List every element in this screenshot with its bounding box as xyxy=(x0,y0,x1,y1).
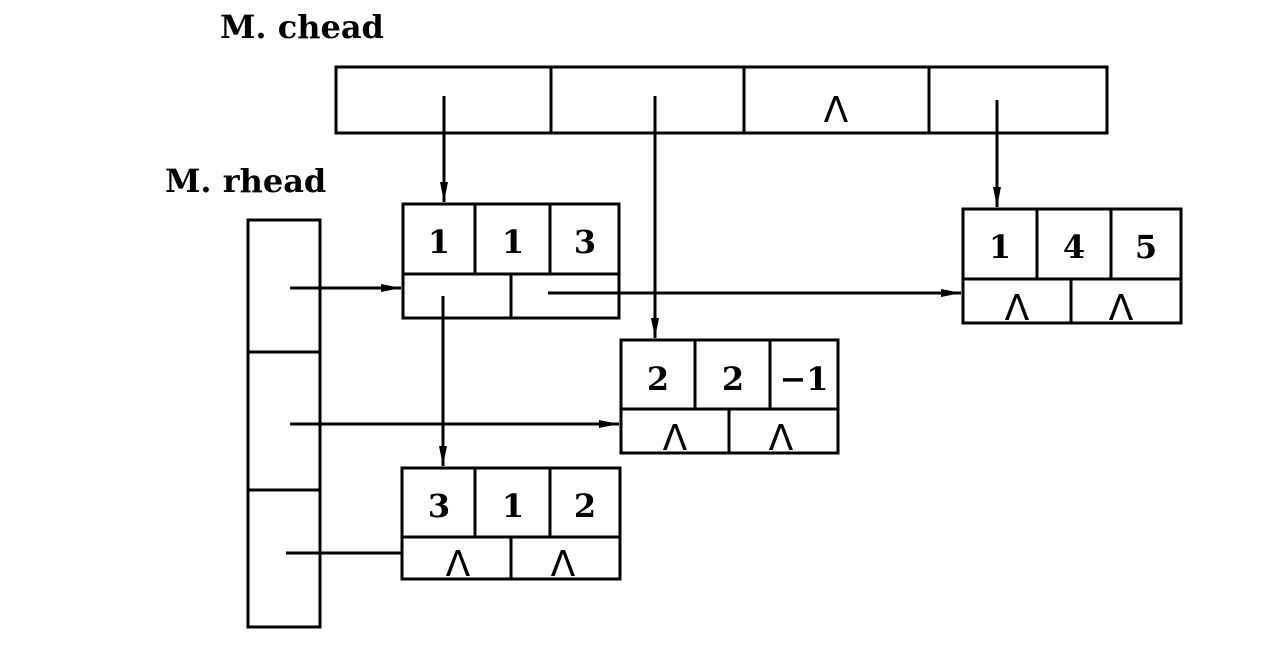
node-2-2-neg1-row: 2 xyxy=(647,360,669,398)
node-3-1-2-row: 3 xyxy=(428,487,450,525)
node-1-4-5-row: 1 xyxy=(989,228,1011,266)
node-2-2-neg1-right-nil: Λ xyxy=(663,418,688,459)
node-3-1-2-col: 1 xyxy=(502,487,524,525)
node-3-1-2: 3 1 2 Λ Λ xyxy=(400,466,622,585)
column-head-array: Λ xyxy=(334,65,1109,135)
node-1-1-3-row: 1 xyxy=(428,223,450,261)
node-2-2-neg1-col: 2 xyxy=(722,360,744,398)
node-2-2-neg1: 2 2 −1 Λ Λ xyxy=(619,338,840,459)
rhead-label: M. rhead xyxy=(165,162,326,200)
node-1-1-3-value: 3 xyxy=(574,223,596,261)
column-head-3-nil: Λ xyxy=(824,90,849,131)
node-1-4-5-down-nil: Λ xyxy=(1109,288,1134,329)
node-2-2-neg1-down-nil: Λ xyxy=(769,418,794,459)
node-3-1-2-value: 2 xyxy=(574,487,596,525)
node-1-1-3: 1 1 3 xyxy=(401,202,621,320)
node-1-1-3-col: 1 xyxy=(502,223,524,261)
node-2-2-neg1-value: −1 xyxy=(779,360,828,398)
node-3-1-2-right-nil: Λ xyxy=(446,544,471,585)
column-head-array-frame xyxy=(334,65,1109,135)
node-3-1-2-down-nil: Λ xyxy=(551,544,576,585)
node-1-4-5-value: 5 xyxy=(1135,228,1157,266)
node-1-4-5: 1 4 5 Λ Λ xyxy=(961,207,1183,329)
node-1-4-5-right-nil: Λ xyxy=(1005,288,1030,329)
node-1-4-5-col: 4 xyxy=(1063,228,1085,266)
chead-label: M. chead xyxy=(220,8,384,46)
